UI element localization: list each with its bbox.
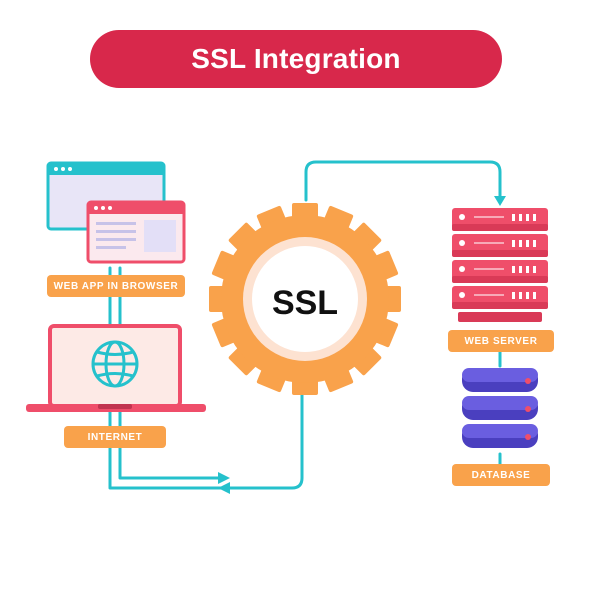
connector-internet-gear-inner — [118, 446, 222, 480]
laptop-icon — [26, 324, 206, 412]
internet-tag: INTERNET — [64, 426, 166, 448]
database-disk — [462, 368, 538, 392]
gear-icon — [209, 203, 401, 395]
page-title: SSL Integration — [90, 30, 502, 88]
server-unit — [452, 208, 548, 231]
web-app-tag: WEB APP IN BROWSER — [47, 275, 185, 297]
globe-icon — [91, 340, 139, 388]
connector-gear-to-server — [304, 160, 502, 202]
database-icon — [462, 368, 538, 448]
server-rack-icon — [452, 208, 548, 322]
database-disk — [462, 396, 538, 420]
server-unit — [452, 260, 548, 283]
arrow-icon — [218, 482, 230, 494]
server-unit — [452, 234, 548, 257]
server-unit — [452, 286, 548, 309]
web-server-tag: WEB SERVER — [448, 330, 554, 352]
arrow-icon — [218, 472, 230, 484]
arrow-icon — [494, 196, 506, 206]
ssl-label: SSL — [271, 284, 339, 322]
database-disk — [462, 424, 538, 448]
browser-window-icon — [46, 161, 186, 264]
database-tag: DATABASE — [452, 464, 550, 486]
connector-internet-gear-outer — [108, 392, 304, 490]
